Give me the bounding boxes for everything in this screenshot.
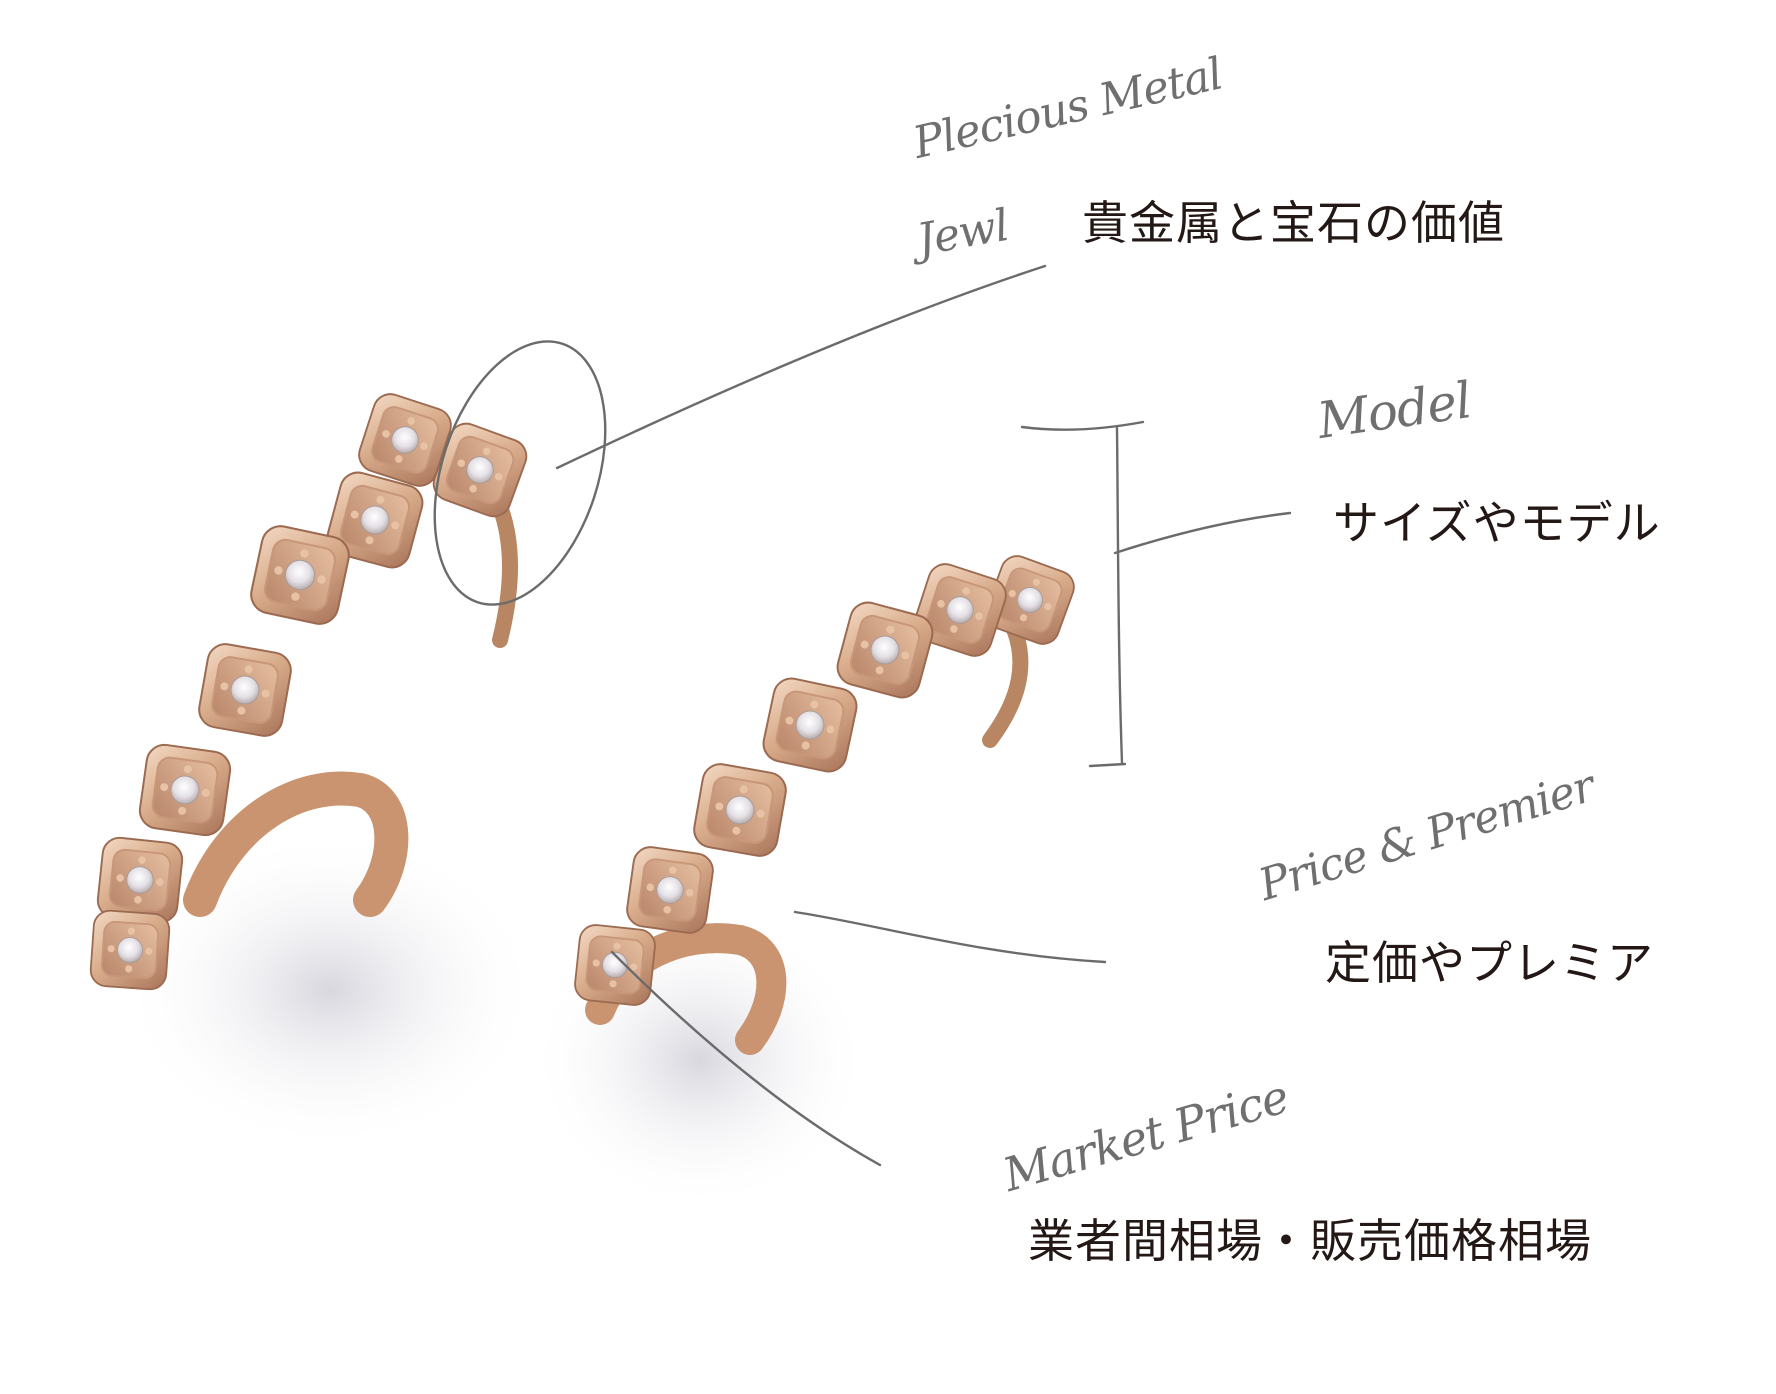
caption-size-model: サイズやモデル [1333, 496, 1661, 550]
pencil-annotations [433, 264, 1292, 1167]
bracket-top [1020, 420, 1145, 431]
left-earring-shadow [120, 830, 540, 1150]
caption-list-price-premium: 定価やプレミア [1325, 936, 1654, 990]
leader-line-price-premier [793, 910, 1107, 964]
caption-precious-metal-value: 貴金属と宝石の価値 [1082, 196, 1505, 250]
leader-line-precious-metal [555, 264, 1047, 470]
bracket-bottom [1088, 762, 1127, 768]
left-earring [88, 388, 533, 992]
leader-line-market-price [610, 950, 882, 1167]
right-earring [572, 550, 1080, 1055]
caption-market-price: 業者間相場・販売価格相場 [1028, 1214, 1592, 1268]
leader-line-model [1113, 511, 1292, 555]
bracket-vertical [1115, 426, 1124, 765]
highlight-ellipse [433, 340, 607, 606]
